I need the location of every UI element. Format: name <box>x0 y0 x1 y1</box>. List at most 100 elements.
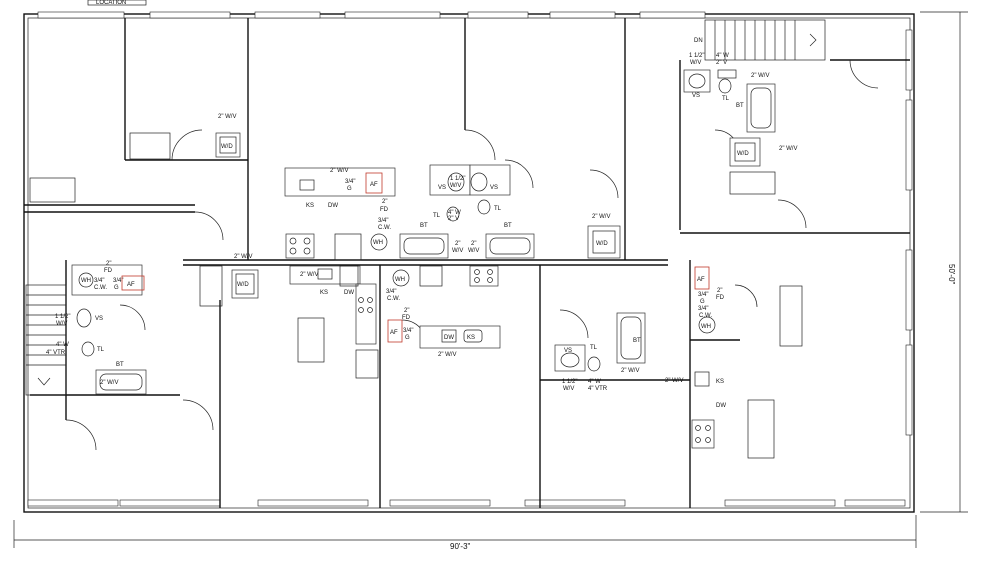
misc-casework <box>29 132 803 379</box>
svg-text:1 1/2": 1 1/2" <box>562 379 577 385</box>
svg-text:C.W.: C.W. <box>94 285 107 291</box>
windows-top <box>37 11 706 19</box>
svg-text:2" W/V: 2" W/V <box>779 146 797 152</box>
svg-text:W/D: W/D <box>237 282 249 288</box>
svg-text:2": 2" <box>106 261 111 267</box>
svg-text:2": 2" <box>455 241 460 247</box>
svg-text:BT: BT <box>504 223 512 229</box>
svg-text:4" W: 4" W <box>716 53 729 59</box>
svg-text:BT: BT <box>420 223 428 229</box>
svg-text:3/4": 3/4" <box>113 278 123 284</box>
dimension-width: 90'-3" <box>13 515 917 551</box>
svg-text:G: G <box>347 186 352 192</box>
svg-text:2" W/V: 2" W/V <box>218 114 236 120</box>
svg-text:C.W.: C.W. <box>378 225 391 231</box>
location-label: LOCATION <box>96 0 126 6</box>
svg-text:C.W.: C.W. <box>387 296 400 302</box>
svg-text:2": 2" <box>404 308 409 314</box>
location-tag: LOCATION <box>87 0 147 6</box>
svg-text:DW: DW <box>344 290 354 296</box>
windows-bottom <box>27 499 906 507</box>
svg-text:VS: VS <box>490 185 498 191</box>
bath-left: WH 2" FD 3/4" C.W. 3/4" G AF VS 1 1/2" W… <box>46 261 147 395</box>
svg-text:W/V: W/V <box>452 248 463 254</box>
stairs-left <box>25 284 67 396</box>
bath-center: VS 1 1/2" W/V VS TL 4" W 2" V TL BT BT 2… <box>399 164 535 259</box>
svg-text:AF: AF <box>390 330 398 336</box>
svg-text:FD: FD <box>380 207 389 213</box>
svg-text:3/4": 3/4" <box>378 218 388 224</box>
svg-text:2" W/V: 2" W/V <box>330 168 348 174</box>
exterior-walls <box>23 13 915 513</box>
svg-text:3/4": 3/4" <box>386 289 396 295</box>
wd-left-corridor: 2" W/V W/D <box>231 254 259 299</box>
kitchen-lower-center: WH 3/4" C.W. 2" FD AF 3/4" G DW KS 2" W/… <box>386 265 501 358</box>
svg-text:KS: KS <box>320 290 328 296</box>
svg-text:2" W/V: 2" W/V <box>621 368 639 374</box>
svg-text:3/4": 3/4" <box>698 306 708 312</box>
svg-text:G: G <box>700 299 705 305</box>
svg-text:2" W/V: 2" W/V <box>438 352 456 358</box>
svg-text:W/D: W/D <box>221 144 233 150</box>
svg-text:KS: KS <box>716 379 724 385</box>
svg-text:BT: BT <box>633 338 641 344</box>
svg-text:BT: BT <box>116 362 124 368</box>
svg-text:4" VTR: 4" VTR <box>46 350 66 356</box>
depth-dimension: 50'-0" <box>947 264 956 285</box>
kitchen-upper-left: 2" W/V 3/4" G AF KS DW 2" FD 3/4" C.W. W… <box>284 167 396 259</box>
svg-text:BT: BT <box>736 103 744 109</box>
svg-text:TL: TL <box>494 206 502 212</box>
svg-text:TL: TL <box>590 345 598 351</box>
svg-text:WH: WH <box>395 277 405 283</box>
bath-lower-right: VS TL BT 2" W/V 1 1/2" W/V 4" W 4" VTR <box>554 312 646 392</box>
svg-text:W/V: W/V <box>690 60 701 66</box>
svg-text:4" W: 4" W <box>448 210 461 216</box>
svg-text:W/V: W/V <box>56 321 67 327</box>
dn-marker: DN <box>694 38 703 44</box>
svg-text:FD: FD <box>716 295 725 301</box>
svg-text:G: G <box>114 285 119 291</box>
svg-text:FD: FD <box>104 268 113 274</box>
svg-text:4" VTR: 4" VTR <box>588 386 608 392</box>
bath-upper-right: 1 1/2" W/V 4" W 2" V VS TL BT 2" W/V <box>683 53 776 133</box>
wd-top-left: 2" W/V W/D <box>215 114 241 158</box>
svg-text:3/4": 3/4" <box>345 179 355 185</box>
svg-text:FD: FD <box>402 315 411 321</box>
svg-text:W/V: W/V <box>450 183 461 189</box>
svg-text:2" W/V: 2" W/V <box>300 272 318 278</box>
svg-text:2": 2" <box>717 288 722 294</box>
door-swings <box>65 59 879 451</box>
svg-text:3/4": 3/4" <box>403 328 413 334</box>
svg-text:AF: AF <box>370 182 378 188</box>
svg-text:AF: AF <box>127 282 135 288</box>
svg-text:VS: VS <box>692 93 700 99</box>
svg-text:4" W: 4" W <box>588 379 601 385</box>
svg-text:W/V: W/V <box>468 248 479 254</box>
svg-text:4" W: 4" W <box>56 342 69 348</box>
svg-text:1 1/2": 1 1/2" <box>450 176 465 182</box>
svg-text:KS: KS <box>306 203 314 209</box>
svg-text:DW: DW <box>444 335 454 341</box>
svg-text:VS: VS <box>95 316 103 322</box>
svg-text:DW: DW <box>328 203 338 209</box>
svg-text:2" W/V: 2" W/V <box>665 378 683 384</box>
svg-text:WH: WH <box>701 324 711 330</box>
svg-text:C.W.: C.W. <box>699 313 712 319</box>
svg-text:W/D: W/D <box>737 151 749 157</box>
svg-text:2" W/V: 2" W/V <box>100 380 118 386</box>
svg-text:VS: VS <box>564 348 572 354</box>
svg-text:WH: WH <box>81 278 91 284</box>
svg-text:G: G <box>405 335 410 341</box>
svg-text:TL: TL <box>433 213 441 219</box>
stairs-top-right: DN <box>694 19 826 61</box>
svg-text:W/D: W/D <box>596 241 608 247</box>
svg-text:2" V: 2" V <box>716 60 727 66</box>
svg-text:2": 2" <box>382 199 387 205</box>
svg-text:VS: VS <box>438 185 446 191</box>
svg-text:2" W/V: 2" W/V <box>592 214 610 220</box>
width-dimension: 90'-3" <box>450 542 471 551</box>
svg-text:2" V: 2" V <box>448 216 459 222</box>
svg-text:1 1/2": 1 1/2" <box>55 314 70 320</box>
wd-upper-right: W/D 2" W/V <box>729 137 797 167</box>
